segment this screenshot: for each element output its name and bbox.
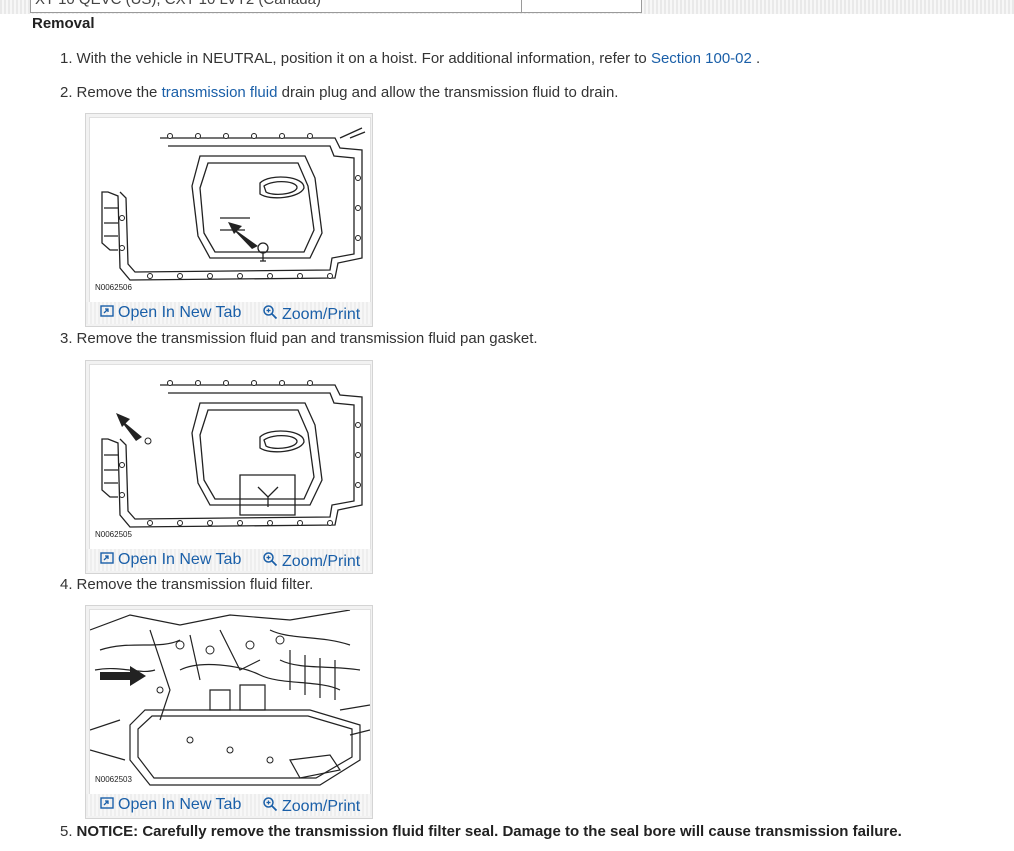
figure-code: N0062503 bbox=[95, 775, 132, 784]
transmission-filter-drawing bbox=[90, 610, 370, 786]
figure-actions: Open In New Tab Zoom/Print bbox=[86, 794, 372, 816]
step-number: 4. bbox=[60, 576, 73, 593]
step-text: Remove the bbox=[76, 84, 162, 101]
step-4: 4.Remove the transmission fluid filter. bbox=[60, 576, 313, 593]
open-in-new-tab-button[interactable]: Open In New Tab bbox=[100, 796, 241, 814]
step-5: 5.NOTICE: Carefully remove the transmiss… bbox=[60, 823, 902, 840]
transmission-pan-drawing bbox=[101, 127, 366, 281]
open-in-new-tab-label: Open In New Tab bbox=[118, 796, 242, 813]
magnifier-plus-icon bbox=[262, 551, 278, 572]
figure-code: N0062506 bbox=[95, 283, 132, 292]
open-tab-icon bbox=[100, 304, 114, 322]
step-text-tail: drain plug and allow the transmission fl… bbox=[277, 84, 619, 101]
figure-3: N0062503 Open In New Tab Zoom/Print bbox=[85, 605, 373, 819]
figure-2-illustration[interactable] bbox=[89, 364, 371, 551]
figure-actions: Open In New Tab Zoom/Print bbox=[86, 549, 372, 571]
step-text: Remove the transmission fluid pan and tr… bbox=[76, 330, 538, 347]
magnifier-plus-icon bbox=[262, 796, 278, 817]
table-cell-divider bbox=[521, 0, 522, 12]
open-in-new-tab-label: Open In New Tab bbox=[118, 551, 242, 568]
notice-text: NOTICE: Carefully remove the transmissio… bbox=[76, 823, 902, 840]
zoom-print-button[interactable]: Zoom/Print bbox=[262, 796, 360, 817]
transmission-fluid-link[interactable]: transmission fluid bbox=[161, 84, 278, 101]
step-1: 1.With the vehicle in NEUTRAL, position … bbox=[60, 50, 760, 67]
step-text: With the vehicle in NEUTRAL, position it… bbox=[76, 50, 651, 67]
figure-code: N0062505 bbox=[95, 530, 132, 539]
zoom-print-label: Zoom/Print bbox=[282, 797, 361, 815]
zoom-print-label: Zoom/Print bbox=[282, 305, 361, 323]
figure-1: N0062506 Open In New Tab Zoom/Print bbox=[85, 113, 373, 327]
open-tab-icon bbox=[100, 796, 114, 814]
step-number: 5. bbox=[60, 823, 73, 840]
figure-2: N0062505 Open In New Tab Zoom/Print bbox=[85, 360, 373, 574]
step-number: 1. bbox=[60, 50, 73, 67]
zoom-print-label: Zoom/Print bbox=[282, 552, 361, 570]
open-in-new-tab-button[interactable]: Open In New Tab bbox=[100, 304, 241, 322]
figure-1-illustration[interactable] bbox=[89, 117, 371, 304]
transmission-pan-gasket-drawing bbox=[101, 380, 363, 528]
vehicle-table-fragment: XT 10 QEVC (US), CXT 10 LVT2 (Canada) bbox=[30, 0, 642, 13]
step-2: 2.Remove the transmission fluid drain pl… bbox=[60, 84, 618, 101]
step-3: 3.Remove the transmission fluid pan and … bbox=[60, 330, 538, 347]
figure-3-illustration[interactable] bbox=[89, 609, 371, 796]
step-text-tail: . bbox=[751, 50, 761, 67]
zoom-print-button[interactable]: Zoom/Print bbox=[262, 551, 360, 572]
step-text: Remove the transmission fluid filter. bbox=[76, 576, 314, 593]
open-in-new-tab-label: Open In New Tab bbox=[118, 304, 242, 321]
open-in-new-tab-button[interactable]: Open In New Tab bbox=[100, 551, 241, 569]
open-tab-icon bbox=[100, 551, 114, 569]
vehicle-table-text: XT 10 QEVC (US), CXT 10 LVT2 (Canada) bbox=[35, 0, 321, 8]
section-title: Removal bbox=[32, 15, 95, 32]
magnifier-plus-icon bbox=[262, 304, 278, 325]
zoom-print-button[interactable]: Zoom/Print bbox=[262, 304, 360, 325]
figure-actions: Open In New Tab Zoom/Print bbox=[86, 302, 372, 324]
section-100-02-link[interactable]: Section 100-02 bbox=[650, 50, 752, 67]
step-number: 2. bbox=[60, 84, 73, 101]
step-number: 3. bbox=[60, 330, 73, 347]
